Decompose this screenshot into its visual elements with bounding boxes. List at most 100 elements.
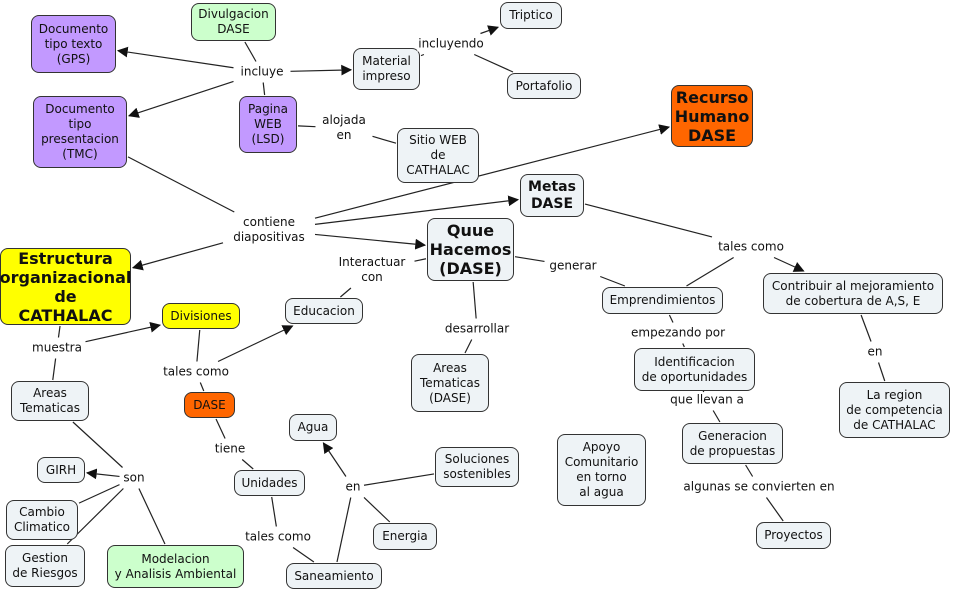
connection-line-saneamiento-to-en-agua — [336, 497, 352, 563]
connection-line-divulgacion-to-incluye — [244, 41, 257, 62]
connection-line-tales-uni-to-saneamiento — [292, 547, 315, 563]
concept-node-estructura[interactable]: Estructura organizacional de CATHALAC — [0, 248, 132, 325]
concept-node-unidades[interactable]: Unidades — [234, 470, 305, 496]
connection-line-empezando-to-identif — [682, 343, 685, 348]
concept-node-soluciones[interactable]: Soluciones sostenibles — [435, 447, 519, 487]
concept-node-emprend[interactable]: Emprendimientos — [602, 287, 723, 314]
concept-node-doc-pres[interactable]: Documento tipo presentacion (TMC) — [33, 96, 127, 168]
connection-line-metas-to-tales-metas — [584, 203, 713, 238]
connection-line-muestra-to-areas-tem — [52, 358, 57, 381]
link-label-en-region: en — [866, 344, 884, 360]
connection-line-tiene-to-unidades — [241, 459, 254, 470]
link-label-desarrollar: desarrollar — [443, 321, 511, 337]
concept-node-proyectos[interactable]: Proyectos — [756, 522, 831, 549]
concept-node-triptico[interactable]: Triptico — [500, 2, 562, 29]
connection-line-doc-pres-to-contiene — [127, 156, 235, 213]
connection-line-incluye-to-material — [290, 64, 353, 76]
connection-line-son-to-girh — [85, 468, 120, 480]
connection-line-material-to-incluyendo — [420, 53, 425, 57]
connection-line-son-to-cambio — [78, 484, 120, 504]
connection-line-emprend-to-empezando — [668, 314, 674, 323]
connection-line-alojada-to-sitio-web — [372, 135, 397, 144]
link-label-algunas: algunas se convierten en — [682, 479, 836, 495]
concept-node-areas-dase[interactable]: Areas Tematicas (DASE) — [411, 354, 489, 412]
connection-line-tales-metas-to-contribuir — [773, 256, 805, 272]
connection-line-quehacemos-to-desarrollar — [472, 281, 477, 319]
connection-line-muestra-to-divisiones — [85, 321, 162, 343]
link-label-son: son — [122, 470, 146, 486]
link-label-tiene: tiene — [213, 441, 247, 457]
connection-line-unidades-to-tales-uni — [271, 496, 277, 527]
concept-node-recurso[interactable]: Recurso Humano DASE — [671, 85, 753, 147]
link-label-generar: generar — [548, 258, 598, 274]
connection-line-energia-to-en-agua — [363, 497, 391, 523]
concept-node-generacion[interactable]: Generacion de propuestas — [682, 423, 783, 464]
connection-line-incluyendo-to-triptico — [480, 25, 500, 36]
connection-line-estructura-to-muestra — [57, 325, 61, 338]
concept-node-portafolio[interactable]: Portafolio — [507, 73, 581, 99]
concept-node-sitio-web[interactable]: Sitio WEB de CATHALAC — [397, 128, 479, 183]
concept-node-energia[interactable]: Energia — [373, 523, 437, 550]
connection-line-son-to-modelacion — [138, 488, 166, 545]
concept-node-saneamiento[interactable]: Saneamiento — [286, 563, 382, 589]
connection-line-incluye-to-doc-pres — [127, 80, 234, 118]
connection-line-incluye-to-doc-texto — [116, 46, 234, 69]
concept-node-agua[interactable]: Agua — [289, 414, 337, 441]
connection-line-contiene-to-quehacemos — [314, 233, 427, 250]
link-label-alojada: alojada en — [321, 113, 367, 143]
connection-line-contiene-to-estructura — [131, 242, 224, 271]
concept-node-doc-texto[interactable]: Documento tipo texto (GPS) — [31, 15, 116, 73]
link-label-en-agua: en — [344, 479, 362, 495]
connection-line-en-agua-to-agua — [322, 442, 347, 477]
link-label-incluye: incluye — [239, 64, 285, 80]
connection-line-tales-metas-to-emprend — [686, 256, 734, 287]
connection-line-desarrollar-to-areas-dase — [464, 339, 473, 354]
connection-line-contiene-to-recurso — [314, 124, 671, 219]
connection-line-en-region-to-region — [877, 362, 886, 382]
concept-node-cambio[interactable]: Cambio Climatico — [6, 500, 78, 540]
connection-line-divisiones-to-tales-div — [196, 329, 201, 362]
connection-line-incluyendo-to-portafolio — [474, 53, 514, 73]
link-label-tales-uni: tales como — [244, 529, 312, 545]
connection-line-pagina-web-to-incluye — [262, 82, 266, 96]
link-label-llevan: que llevan a — [669, 392, 745, 408]
concept-node-modelacion[interactable]: Modelacion y Analisis Ambiental — [107, 545, 244, 588]
connection-line-dase-to-tiene — [215, 418, 226, 439]
link-label-contiene: contiene diapositivas — [232, 215, 306, 245]
concept-node-dase[interactable]: DASE — [184, 392, 235, 418]
concept-node-areas-tem[interactable]: Areas Tematicas — [11, 381, 89, 421]
link-label-incluyendo: incluyendo — [417, 36, 485, 52]
link-label-tales-metas: tales como — [717, 239, 785, 255]
connection-line-algunas-to-proyectos — [765, 497, 784, 522]
connection-line-contiene-to-metas — [314, 195, 520, 225]
concept-node-educacion[interactable]: Educacion — [285, 298, 363, 324]
concept-node-pagina-web[interactable]: Pagina WEB (LSD) — [239, 96, 297, 153]
connection-line-llevan-to-generacion — [712, 410, 721, 423]
connection-line-pagina-web-to-alojada — [297, 125, 316, 128]
concept-node-apoyo[interactable]: Apoyo Comunitario en torno al agua — [557, 434, 646, 506]
concept-node-divisiones[interactable]: Divisiones — [162, 303, 240, 329]
concept-node-metas[interactable]: Metas DASE — [520, 174, 584, 217]
link-label-tales-div: tales como — [162, 364, 230, 380]
concept-node-identif[interactable]: Identificacion de oportunidades — [634, 348, 755, 391]
concept-node-girh[interactable]: GIRH — [37, 457, 85, 483]
link-label-muestra: muestra — [31, 340, 83, 356]
connection-line-interactuar-to-educacion — [340, 287, 352, 298]
connection-line-generar-to-emprend — [600, 275, 626, 287]
connection-line-generacion-to-algunas — [745, 464, 754, 477]
concept-node-divulgacion[interactable]: Divulgacion DASE — [191, 3, 276, 41]
concept-node-gestion[interactable]: Gestion de Riesgos — [5, 545, 85, 587]
concept-node-region[interactable]: La region de competencia de CATHALAC — [839, 382, 950, 438]
link-label-empezando: empezando por — [630, 325, 726, 341]
concept-node-material[interactable]: Material impreso — [353, 48, 420, 90]
connection-line-quehacemos-to-generar — [514, 256, 545, 263]
connection-line-tales-div-to-educacion — [217, 325, 294, 363]
connection-line-soluciones-to-en-agua — [363, 473, 435, 486]
link-label-interactuar: Interactuar con — [337, 255, 407, 285]
connection-line-contribuir-to-en-region — [860, 314, 872, 342]
concept-node-quehacemos[interactable]: Quue Hacemos (DASE) — [427, 218, 514, 281]
connection-line-tales-div-to-dase — [199, 382, 205, 392]
concept-node-contribuir[interactable]: Contribuir al mejoramiento de cobertura … — [763, 273, 943, 314]
connection-line-quehacemos-to-interactuar — [414, 258, 427, 262]
